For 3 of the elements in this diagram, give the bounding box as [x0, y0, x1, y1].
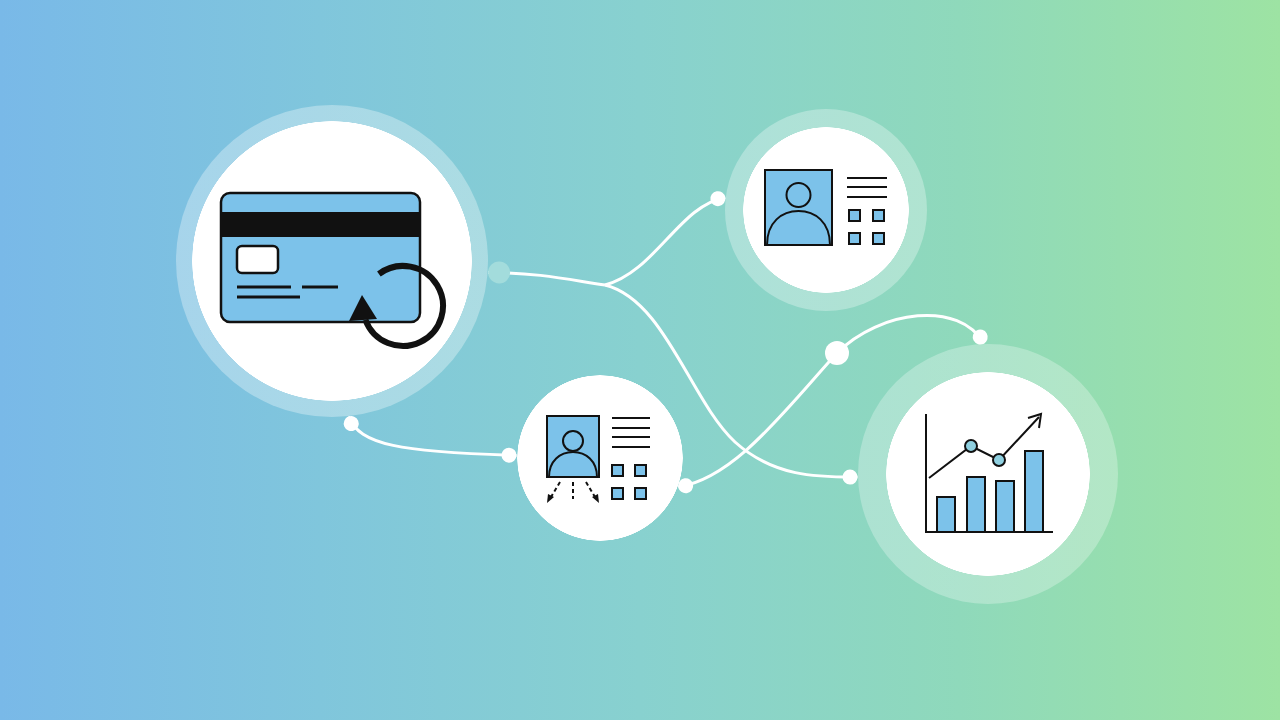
connector-line — [677, 314, 988, 494]
connector-line — [604, 191, 726, 287]
connector-line — [344, 415, 517, 463]
